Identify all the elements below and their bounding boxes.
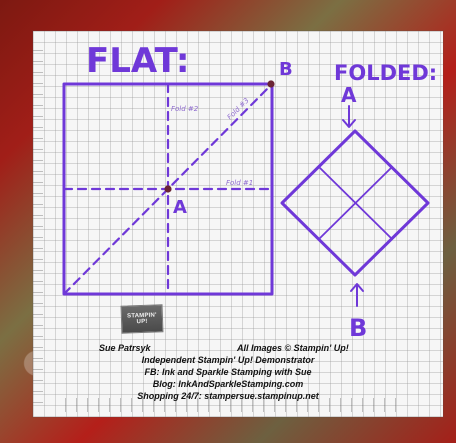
caption-demo: Independent Stampin' Up! Demonstrator <box>0 354 456 366</box>
stampin-up-logo: STAMPIN' UP! <box>121 304 164 333</box>
folded-point-b-label: B <box>349 314 368 342</box>
caption-row-1: Sue Patrsyk All Images © Stampin' Up! <box>0 342 456 354</box>
point-b-dot <box>267 80 274 87</box>
caption-shopping: Shopping 24/7: stampersue.stampinup.net <box>0 390 456 402</box>
fold-2-label: Fold #2 <box>171 105 199 113</box>
flat-point-a-label: A <box>173 197 187 218</box>
flat-title: FLAT: <box>86 41 190 81</box>
folded-title: FOLDED: <box>334 61 437 85</box>
caption-blog: Blog: InkAndSparkleStamping.com <box>0 378 456 390</box>
logo-text: STAMPIN' UP! <box>122 312 162 325</box>
caption-images: All Images © Stampin' Up! <box>237 342 357 354</box>
caption-name: Sue Patrsyk <box>99 342 197 354</box>
fold-1-label: Fold #1 <box>226 179 253 187</box>
folded-point-a-label: A <box>341 83 357 107</box>
caption-fb: FB: Ink and Sparkle Stamping with Sue <box>0 366 456 378</box>
point-a-dot <box>164 185 171 192</box>
flat-point-b-label: B <box>279 59 293 80</box>
caption-block: Sue Patrsyk All Images © Stampin' Up! Ind… <box>0 342 456 402</box>
